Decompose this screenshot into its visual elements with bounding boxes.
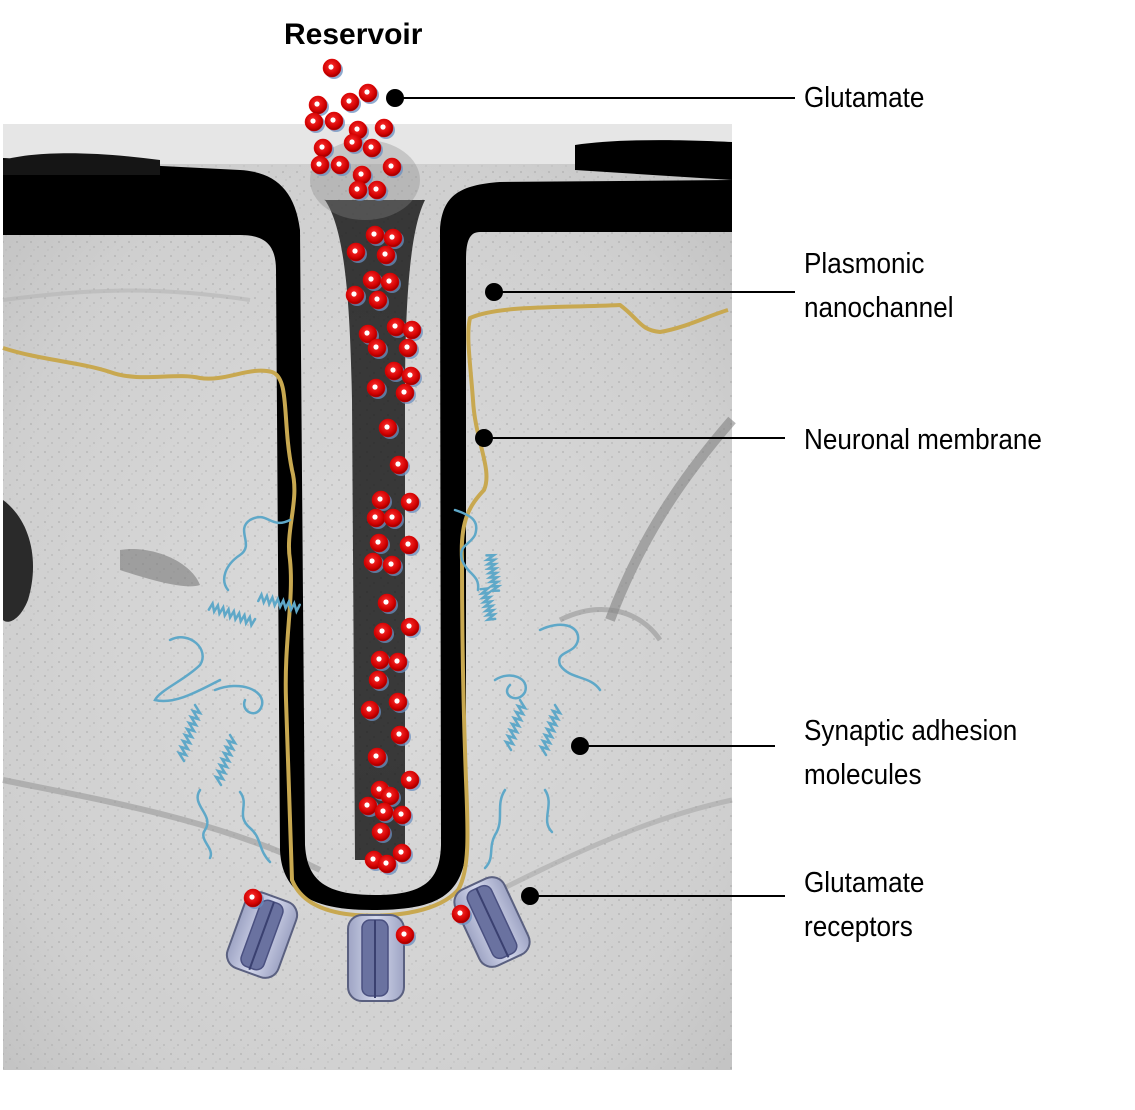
- glutamate-molecule: [367, 747, 388, 768]
- glutamate-molecule: [378, 418, 399, 439]
- glutamate-molecule: [343, 133, 364, 154]
- glutamate-molecule: [400, 492, 421, 513]
- glutamate-molecule: [369, 533, 390, 554]
- reservoir-title: Reservoir: [284, 18, 423, 51]
- glutamate-molecule: [388, 692, 409, 713]
- glutamate-molecule: [367, 338, 388, 359]
- glutamate-molecule: [330, 155, 351, 176]
- glutamate-molecule: [358, 796, 379, 817]
- glutamate-molecule: [308, 95, 329, 116]
- glutamate-molecule: [389, 455, 410, 476]
- glutamate-molecule: [324, 111, 345, 132]
- glutamate-molecule: [345, 285, 366, 306]
- dot-membrane: [475, 429, 493, 447]
- glutamate-molecule: [384, 361, 405, 382]
- label-adhesion-line1: Synaptic adhesion: [804, 715, 1018, 747]
- glutamate-molecule: [360, 700, 381, 721]
- glutamate-molecule: [374, 802, 395, 823]
- leader-dots: [386, 89, 589, 905]
- label-membrane-text: Neuronal membrane: [804, 424, 1042, 456]
- label-plasmonic-nanochannel: Plasmonic nanochannel: [804, 242, 953, 330]
- glutamate-molecule: [398, 338, 419, 359]
- glutamate-molecule: [363, 552, 384, 573]
- label-glutamate-receptors: Glutamate receptors: [804, 861, 924, 949]
- glutamate-molecule: [400, 770, 421, 791]
- glutamate-molecule: [368, 670, 389, 691]
- glutamate-molecule: [401, 366, 422, 387]
- glutamate-molecule: [365, 225, 386, 246]
- glutamate-molecule: [362, 138, 383, 159]
- dot-glutamate: [386, 89, 404, 107]
- glutamate-molecule: [383, 228, 404, 249]
- glutamate-molecule: [373, 622, 394, 643]
- glutamate-molecule: [402, 320, 423, 341]
- glutamate-molecule: [346, 242, 367, 263]
- receptor-center: [347, 914, 405, 1002]
- glutamate-molecule: [451, 904, 472, 925]
- label-adhesion-line2: molecules: [804, 759, 922, 791]
- synaptic-adhesion-molecules: [153, 508, 602, 870]
- glutamate-molecule: [382, 157, 403, 178]
- label-nanochannel-line2: nanochannel: [804, 292, 954, 324]
- glutamate-molecule: [366, 378, 387, 399]
- glutamate-molecule: [390, 725, 411, 746]
- glutamate-molecule: [310, 155, 331, 176]
- dot-nanochannel: [485, 283, 503, 301]
- glutamate-molecule: [366, 508, 387, 529]
- glutamate-molecule: [386, 317, 407, 338]
- glutamate-molecule: [377, 854, 398, 875]
- glutamate-molecule: [368, 290, 389, 311]
- glutamate-molecules: [243, 58, 472, 946]
- dot-receptors: [521, 887, 539, 905]
- label-glutamate: Glutamate: [804, 76, 924, 120]
- glutamate-molecule: [348, 180, 369, 201]
- label-synaptic-adhesion: Synaptic adhesion molecules: [804, 709, 1017, 797]
- glutamate-molecule: [392, 805, 413, 826]
- label-nanochannel-line1: Plasmonic: [804, 248, 925, 280]
- glutamate-molecule: [377, 593, 398, 614]
- dot-adhesion: [571, 737, 589, 755]
- glutamate-molecule: [399, 535, 420, 556]
- glutamate-molecule: [392, 843, 413, 864]
- label-receptors-line1: Glutamate: [804, 867, 925, 899]
- glutamate-molecule: [362, 270, 383, 291]
- glutamate-molecule: [400, 617, 421, 638]
- glutamate-molecule: [370, 650, 391, 671]
- glutamate-molecule: [313, 138, 334, 159]
- glutamate-molecule: [382, 555, 403, 576]
- glutamate-molecule: [380, 272, 401, 293]
- receptor-right: [453, 876, 531, 968]
- leader-lines: [395, 97, 795, 897]
- glutamate-molecule: [376, 245, 397, 266]
- glutamate-molecule: [383, 508, 404, 529]
- glutamate-molecule: [358, 83, 379, 104]
- glutamate-molecule: [388, 652, 409, 673]
- label-receptors-line2: receptors: [804, 911, 913, 943]
- glutamate-molecule: [371, 490, 392, 511]
- glutamate-molecule: [367, 180, 388, 201]
- glutamate-molecule: [243, 888, 264, 909]
- glutamate-molecule: [322, 58, 343, 79]
- glutamate-molecule: [395, 383, 416, 404]
- receptor-left: [225, 891, 299, 979]
- label-glutamate-text: Glutamate: [804, 82, 925, 114]
- label-neuronal-membrane: Neuronal membrane: [804, 418, 1042, 462]
- glutamate-molecule: [374, 118, 395, 139]
- glutamate-molecule: [371, 822, 392, 843]
- glutamate-molecule: [304, 112, 325, 133]
- glutamate-molecule: [380, 786, 401, 807]
- glutamate-molecule: [395, 925, 416, 946]
- glutamate-molecule: [340, 92, 361, 113]
- glutamate-receptors: [225, 876, 531, 1002]
- neuronal-membrane: [2, 303, 729, 918]
